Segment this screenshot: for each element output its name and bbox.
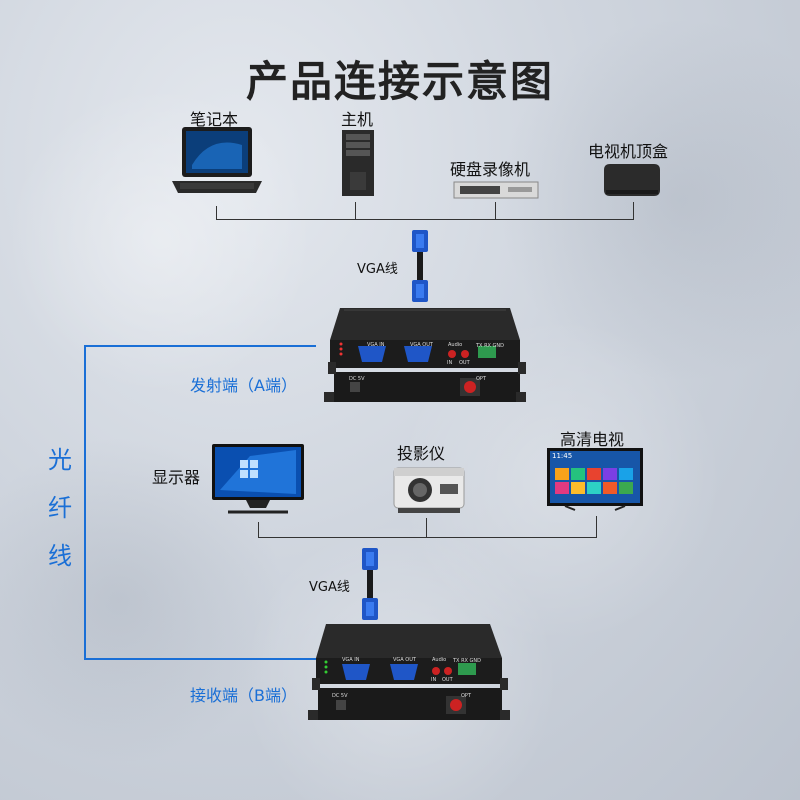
hdtv-label: 高清电视 — [560, 430, 625, 449]
tv-screen-time: 11:45 — [552, 452, 573, 460]
monitor-icon — [212, 444, 304, 514]
vga-label-bottom: VGA线 — [309, 580, 350, 595]
vga-label-top: VGA线 — [357, 262, 398, 277]
fiber-line-vertical — [84, 345, 86, 660]
projector-label: 投影仪 — [397, 444, 446, 463]
laptop-icon — [172, 127, 262, 193]
tx-vga-in-label: VGA IN — [367, 342, 385, 348]
fiber-label-2: 纤 — [48, 494, 72, 522]
dvr-label: 硬盘录像机 — [450, 160, 531, 179]
fiber-line-bottom — [84, 658, 318, 660]
rx-vga-out-label: VGA OUT — [393, 657, 416, 663]
fiber-line-top — [84, 345, 316, 347]
vga-cable-bottom-icon — [362, 548, 378, 620]
laptop-label: 笔记本 — [190, 110, 239, 129]
projector-icon — [393, 467, 465, 513]
receiver-device — [308, 624, 510, 720]
rx-dc-label: DC 5V — [332, 693, 348, 699]
vga-cable-top-icon — [412, 230, 428, 302]
tx-audio-out-label: OUT — [459, 360, 470, 366]
monitor-label: 显示器 — [152, 468, 201, 487]
pc-tower-icon — [342, 130, 374, 196]
tx-dc-label: DC 5V — [349, 376, 365, 382]
receiver-label: 接收端（B端） — [190, 686, 297, 705]
tx-data-label: TX RX GND — [476, 343, 505, 349]
transmitter-label: 发射端（A端） — [190, 376, 297, 395]
page-title: 产品连接示意图 — [245, 57, 554, 106]
rx-audio-in-label: IN — [431, 677, 437, 683]
dvr-icon — [453, 181, 539, 199]
tx-audio-in-label: IN — [447, 360, 453, 366]
settop-box-icon — [604, 164, 660, 196]
fiber-label-3: 线 — [48, 542, 72, 570]
tx-opt-label: OPT — [476, 376, 487, 382]
tx-audio-label: Audio — [448, 342, 463, 348]
tx-vga-out-label: VGA OUT — [410, 342, 433, 348]
rx-audio-label: Audio — [432, 657, 447, 663]
host-label: 主机 — [341, 110, 374, 129]
transmitter-device — [324, 308, 526, 402]
rx-audio-out-label: OUT — [442, 677, 453, 683]
settop-label: 电视机顶盒 — [588, 142, 669, 161]
rx-opt-label: OPT — [461, 693, 472, 699]
hdtv-icon — [547, 448, 643, 511]
fiber-label-1: 光 — [48, 446, 72, 474]
rx-data-label: TX RX GND — [453, 658, 482, 664]
rx-vga-in-label: VGA IN — [342, 657, 360, 663]
